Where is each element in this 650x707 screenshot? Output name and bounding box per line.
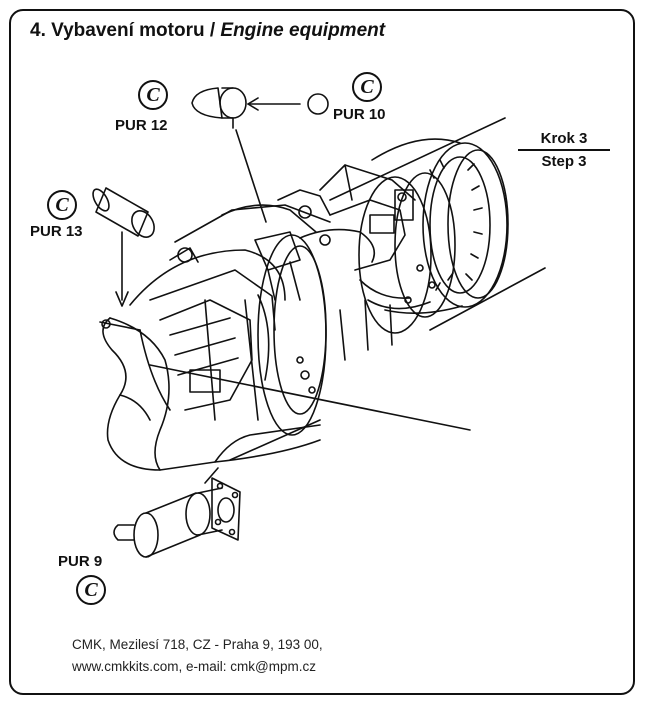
- step-divider: [518, 149, 610, 151]
- pur12-leader: [235, 129, 267, 223]
- pur9-badge-icon: C: [76, 575, 106, 605]
- pur13-label: PUR 13: [30, 223, 83, 240]
- pur13-badge-icon: C: [47, 190, 77, 220]
- footer: CMK, Mezilesí 718, CZ - Praha 9, 193 00,…: [72, 634, 323, 678]
- pur10-label: PUR 10: [333, 106, 386, 123]
- pur12-badge-icon: C: [138, 80, 168, 110]
- rear-turbine-section: [371, 138, 509, 314]
- pur9-leader: [229, 419, 321, 461]
- step-indicator: Krok 3 Step 3: [518, 130, 610, 170]
- title-english: Engine equipment: [220, 20, 386, 41]
- gearbox-section: [299, 164, 456, 361]
- title-czech: 4. Vybavení motoru /: [30, 20, 221, 41]
- pur13-part: [92, 187, 155, 331]
- page-frame: [9, 9, 635, 695]
- shaft-line-top: [329, 117, 506, 201]
- footer-contact: www.cmkkits.com, e-mail: cmk@mpm.cz: [72, 659, 316, 674]
- pur13-arrow: [115, 291, 129, 307]
- step-czech: Krok 3: [540, 130, 588, 147]
- front-section: [174, 189, 331, 436]
- pur9-label: PUR 9: [58, 553, 103, 570]
- shaft-line-rear: [429, 267, 546, 331]
- pur10-badge-icon: C: [352, 72, 382, 102]
- pur12-part: [191, 87, 301, 223]
- footer-address: CMK, Mezilesí 718, CZ - Praha 9, 193 00,: [72, 637, 323, 652]
- pur9-part: [113, 419, 321, 558]
- step-english: Step 3: [541, 153, 587, 170]
- intake-section: [129, 247, 286, 421]
- page-title: 4. Vybavení motoru / Engine equipment: [30, 20, 385, 42]
- pur10-part: [307, 93, 329, 115]
- intake-lip: [102, 317, 321, 471]
- engine-axis-line: [149, 364, 471, 431]
- pur10-arrow: [247, 97, 259, 111]
- pur12-label: PUR 12: [115, 117, 168, 134]
